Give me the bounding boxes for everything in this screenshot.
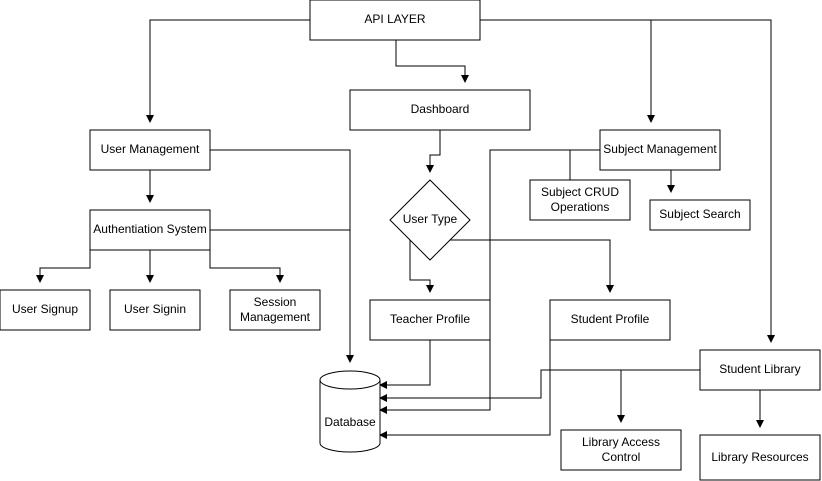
subject-management-label: Subject Management bbox=[603, 142, 717, 156]
subject-crud-box bbox=[529, 179, 631, 221]
subject-crud-label-line-1: Subject CRUD bbox=[541, 185, 619, 199]
library-access-control-label-line-1: Library Access bbox=[582, 435, 660, 449]
user-type-label: User Type bbox=[403, 212, 458, 226]
edge-user-type-to-teacher bbox=[409, 240, 434, 293]
connectors bbox=[36, 19, 775, 439]
student-profile-box bbox=[549, 299, 671, 341]
edge-api-to-dashboard bbox=[395, 40, 469, 83]
edge-user-management-to-database bbox=[210, 149, 354, 363]
library-access-control-label-line-2: Control bbox=[602, 450, 641, 464]
subject-search-label: Subject Search bbox=[659, 207, 740, 221]
user-signup-label: User Signup bbox=[12, 302, 78, 316]
edge-api-to-user-management bbox=[146, 19, 310, 123]
authentication-system-label: Authentiation System bbox=[93, 222, 206, 236]
subject-management-box bbox=[599, 129, 721, 171]
dashboard-label: Dashboard bbox=[411, 102, 470, 116]
database-cylinder-top bbox=[319, 379, 381, 390]
authentication-system-box bbox=[89, 209, 211, 251]
api-layer-label: API LAYER bbox=[364, 12, 425, 26]
library-resources-label: Library Resources bbox=[711, 450, 808, 464]
session-management-label-line-2: Management bbox=[240, 310, 311, 324]
edge-student-to-database bbox=[379, 340, 551, 439]
database-label: Database bbox=[324, 415, 376, 429]
edge-api-to-student-library bbox=[480, 19, 775, 343]
library-access-control-box bbox=[560, 429, 682, 471]
user-signin-box bbox=[109, 289, 201, 331]
edge-subject-management-to-database bbox=[379, 149, 600, 414]
edge-teacher-to-database bbox=[379, 340, 431, 389]
student-library-label: Student Library bbox=[719, 362, 800, 376]
edge-user-type-to-student bbox=[450, 239, 614, 293]
api-layer-box bbox=[309, 0, 481, 41]
node-labels: API LAYER Dashboard User Management Subj… bbox=[12, 12, 809, 464]
session-management-label-line-1: Session bbox=[254, 295, 297, 309]
user-signup-box bbox=[0, 289, 91, 331]
teacher-profile-box bbox=[369, 299, 491, 341]
library-resources-box bbox=[699, 434, 821, 481]
subject-search-box bbox=[649, 199, 751, 231]
subject-crud-label-line-2: Operations bbox=[551, 200, 610, 214]
user-management-label: User Management bbox=[101, 142, 200, 156]
user-type-diamond bbox=[389, 179, 471, 261]
edge-auth-to-signup bbox=[36, 250, 91, 283]
user-management-box bbox=[89, 129, 211, 171]
student-profile-label: Student Profile bbox=[571, 312, 650, 326]
dashboard-box bbox=[349, 89, 531, 131]
user-signin-label: User Signin bbox=[124, 302, 186, 316]
edge-auth-to-session bbox=[209, 250, 284, 283]
teacher-profile-label: Teacher Profile bbox=[390, 312, 470, 326]
edge-dashboard-to-user-type bbox=[426, 130, 441, 173]
edge-library-to-database bbox=[379, 369, 700, 402]
database-cylinder bbox=[319, 370, 381, 453]
student-library-box bbox=[699, 349, 821, 391]
session-management-box bbox=[229, 289, 321, 331]
